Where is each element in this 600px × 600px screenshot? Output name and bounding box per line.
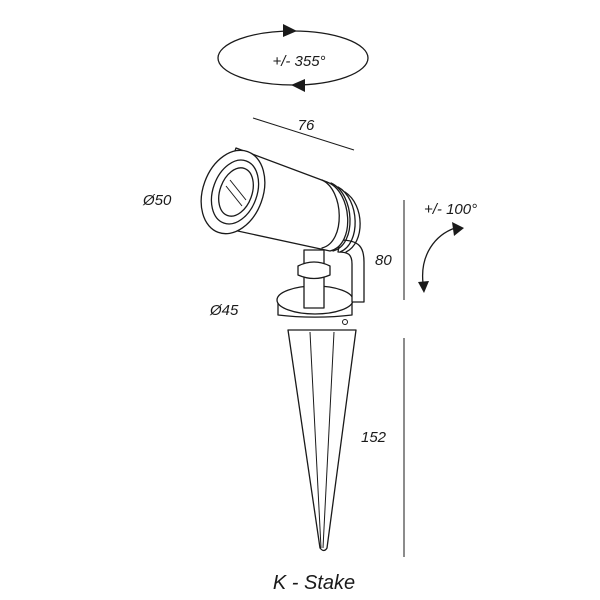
rotation-label: +/- 355° bbox=[272, 53, 325, 70]
base-diameter-label: Ø45 bbox=[209, 302, 239, 319]
rotation-arrow-top bbox=[283, 24, 297, 37]
tilt-label: +/- 100° bbox=[424, 201, 477, 218]
width-dimension: 76 bbox=[252, 117, 355, 151]
bracket-arm bbox=[337, 239, 365, 303]
rotation-indicator: +/- 355° bbox=[217, 24, 369, 92]
stake-dim-label: 152 bbox=[361, 429, 387, 446]
rotation-arrow-bottom bbox=[291, 79, 305, 92]
tilt-arrow-top bbox=[452, 222, 464, 236]
height-dim-label: 80 bbox=[375, 252, 392, 269]
spotlight-head bbox=[200, 147, 361, 253]
height-dimension: 80 bbox=[375, 200, 405, 300]
tilt-indicator: +/- 100° bbox=[418, 201, 477, 293]
stake-dimension: 152 bbox=[361, 338, 405, 557]
product-title: K - Stake bbox=[273, 572, 355, 594]
width-dim-label: 76 bbox=[298, 117, 315, 134]
stake-spike bbox=[287, 329, 357, 552]
support-post bbox=[297, 249, 331, 309]
head-diameter-label: Ø50 bbox=[142, 192, 172, 209]
tilt-arrow-bottom bbox=[418, 281, 429, 293]
